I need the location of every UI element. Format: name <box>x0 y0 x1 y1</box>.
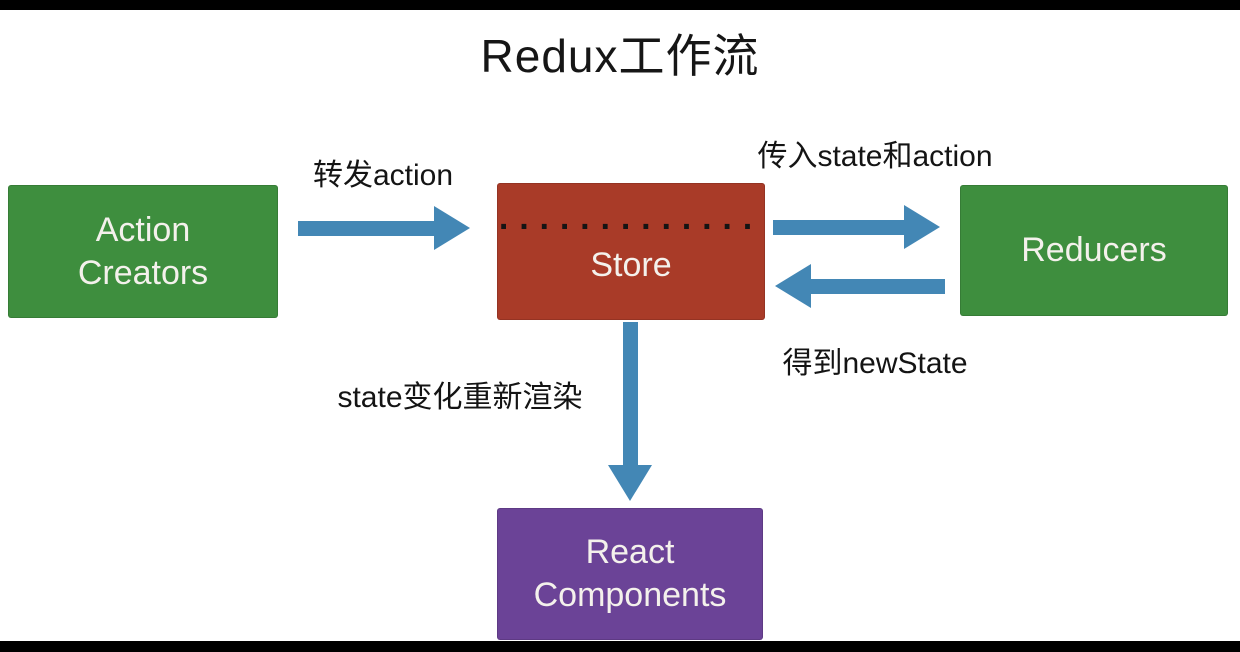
node-reducers-label: Reducers <box>1021 231 1167 269</box>
arrow-body <box>811 278 945 294</box>
bottom-frame-bar <box>0 641 1240 652</box>
arrow-head-right-icon <box>434 206 470 250</box>
arrow-head-left-icon <box>775 264 811 308</box>
arrow-reducers-to-store <box>775 264 945 308</box>
node-action-creators: Action Creators <box>8 185 278 318</box>
arrow-body <box>298 220 434 236</box>
node-store-label: Store <box>590 246 672 284</box>
store-dotted-line: ············· <box>498 208 764 246</box>
arrow-body <box>773 219 904 235</box>
label-get-new-state: 得到newState <box>782 347 968 380</box>
label-state-rerender: state变化重新渲染 <box>337 381 583 414</box>
arrow-store-to-reducers <box>773 205 940 249</box>
diagram-title: Redux工作流 <box>480 30 760 82</box>
node-react-components-label-line2: Components <box>533 576 727 614</box>
arrow-head-down-icon <box>608 465 652 501</box>
node-action-creators-label-line1: Action <box>95 210 191 249</box>
node-store: ············· Store <box>497 183 765 320</box>
arrow-head-right-icon <box>904 205 940 249</box>
label-pass-state-and-action: 传入state和action <box>757 140 993 173</box>
arrow-body <box>622 322 638 465</box>
arrow-store-to-react-components <box>608 322 652 501</box>
node-react-components: React Components <box>497 508 763 640</box>
label-forward-action: 转发action <box>312 159 454 192</box>
top-frame-bar <box>0 0 1240 10</box>
node-action-creators-label-line2: Creators <box>77 253 209 292</box>
node-reducers: Reducers <box>960 185 1228 316</box>
arrow-action-creators-to-store <box>298 206 470 250</box>
node-react-components-label-line1: React <box>585 533 675 571</box>
